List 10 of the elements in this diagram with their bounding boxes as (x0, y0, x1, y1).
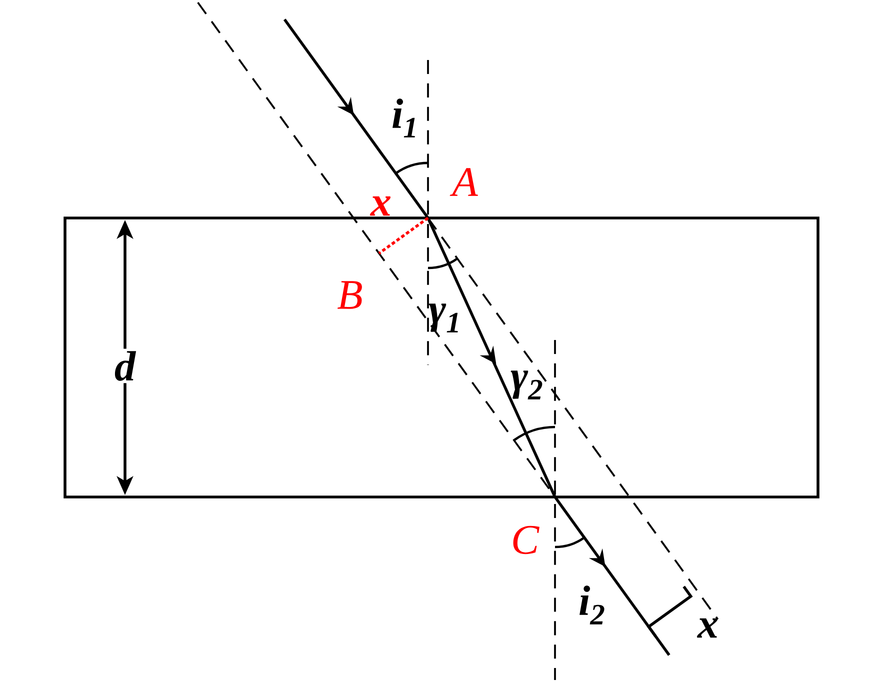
angle-label: γ$_{1}$ (428, 304, 458, 332)
distance-label: x (696, 618, 718, 638)
angle-label: i$_{2}$ (580, 586, 604, 624)
angle-label: i$_{1}$ (392, 98, 415, 138)
point-label: C (513, 526, 540, 554)
point-label: A (450, 168, 478, 196)
point-label: B (338, 281, 362, 309)
angle-label: γ$_{2}$ (510, 370, 542, 400)
distance-label: x (370, 196, 390, 216)
dimension-label: d (112, 348, 138, 384)
